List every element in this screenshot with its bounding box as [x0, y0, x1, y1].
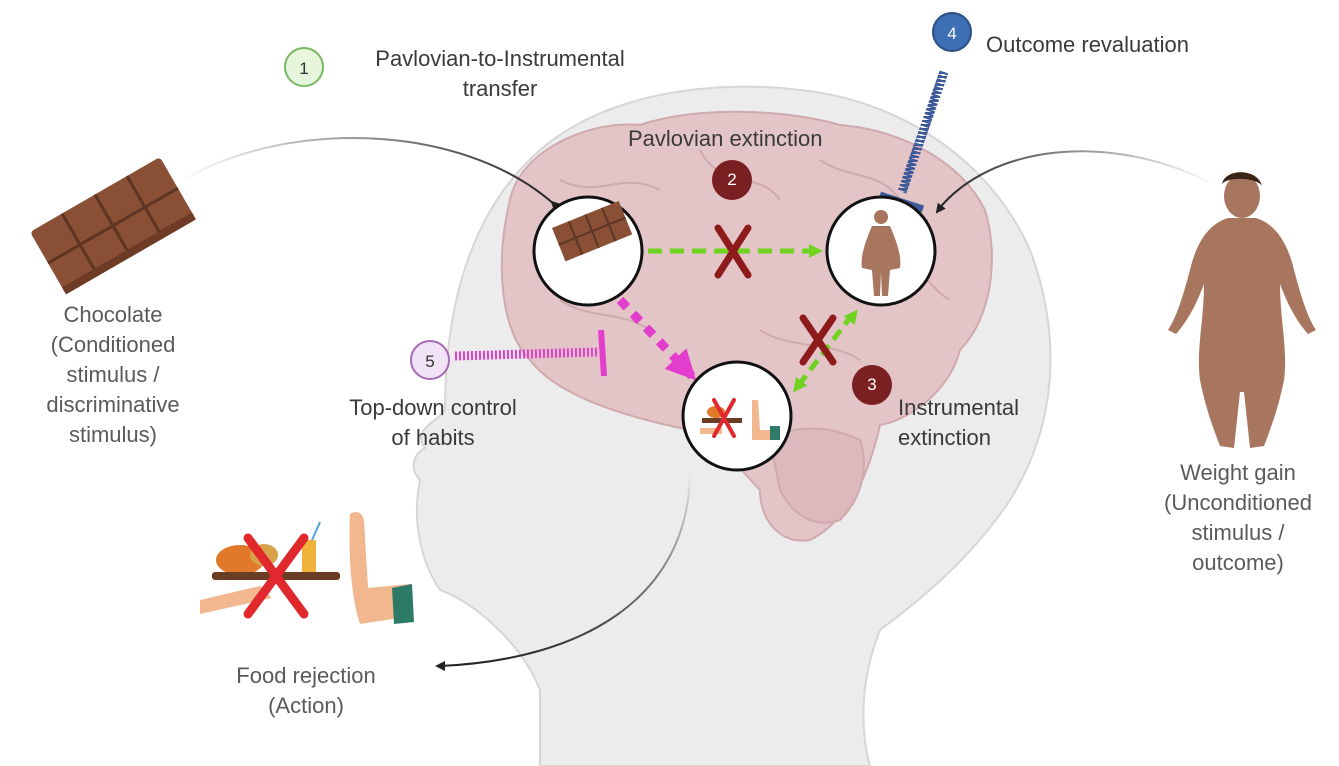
label-pit-line2: transfer: [462, 76, 538, 101]
circle-outcome: [825, 195, 937, 307]
label-weight-line3: stimulus /: [1191, 520, 1285, 545]
label-chocolate-line2: (Conditioned: [50, 332, 176, 357]
label-chocolate-line5: stimulus): [68, 422, 157, 447]
label-weight-line1: Weight gain: [1180, 460, 1296, 485]
arrow-weight-to-outcome: [937, 150, 1216, 211]
chocolate-bar-icon: [552, 201, 633, 262]
label-weight-line2: (Unconditioned: [1164, 490, 1312, 515]
label-chocolate-line3: stimulus /: [66, 362, 160, 387]
label-instrumental-line2: extinction: [898, 425, 991, 450]
label-weight-gain: Weight gain (Unconditioned stimulus / ou…: [1138, 458, 1338, 578]
chocolate-bar-icon: [31, 158, 196, 295]
label-topdown-line1: Top-down control: [349, 395, 517, 420]
person-icon: [1168, 172, 1316, 448]
magenta-inhibitor: [454, 329, 607, 377]
label-food-line2: (Action): [268, 693, 344, 718]
label-food-line1: Food rejection: [236, 663, 376, 688]
arrow-chocolate-to-cs: [179, 137, 556, 206]
arrow-habit-to-action: [439, 469, 691, 667]
label-food-rejection: Food rejection (Action): [206, 661, 406, 721]
label-pit-line1: Pavlovian-to-Instrumental: [375, 46, 625, 71]
label-chocolate: Chocolate (Conditioned stimulus / discri…: [18, 300, 208, 450]
badge-1: 1: [284, 47, 324, 87]
arrowhead-outcome: [935, 202, 946, 214]
label-outcome-revaluation: Outcome revaluation: [986, 32, 1189, 57]
x-mark-icon: [243, 533, 309, 619]
label-instrumental-line1: Instrumental: [898, 395, 1020, 420]
circle-habit: [681, 360, 793, 472]
badge-4: 4: [932, 12, 972, 52]
hand-stop-icon: [349, 512, 414, 624]
badge-3: 3: [852, 365, 892, 405]
label-topdown-line2: of habits: [391, 425, 475, 450]
label-pit: Pavlovian-to-Instrumental transfer: [330, 44, 670, 104]
circle-cs: [532, 195, 644, 307]
label-topdown-control: Top-down control of habits: [318, 393, 548, 453]
x-mark-pavlovian: [714, 224, 752, 279]
label-chocolate-line1: Chocolate: [63, 302, 163, 327]
label-weight-line4: outcome): [1192, 550, 1284, 575]
label-instrumental-extinction: Instrumental extinction: [898, 393, 1019, 453]
person-icon: [861, 210, 901, 296]
x-mark-instrumental: [799, 314, 837, 366]
badge-2: 2: [712, 160, 752, 200]
hand-stop-icon: [752, 400, 780, 440]
badge-5: 5: [410, 340, 450, 380]
arrowhead-cs: [550, 200, 562, 212]
label-pavlovian-extinction: Pavlovian extinction: [628, 126, 823, 151]
x-mark-icon: [712, 398, 736, 438]
label-chocolate-line4: discriminative: [46, 392, 180, 417]
